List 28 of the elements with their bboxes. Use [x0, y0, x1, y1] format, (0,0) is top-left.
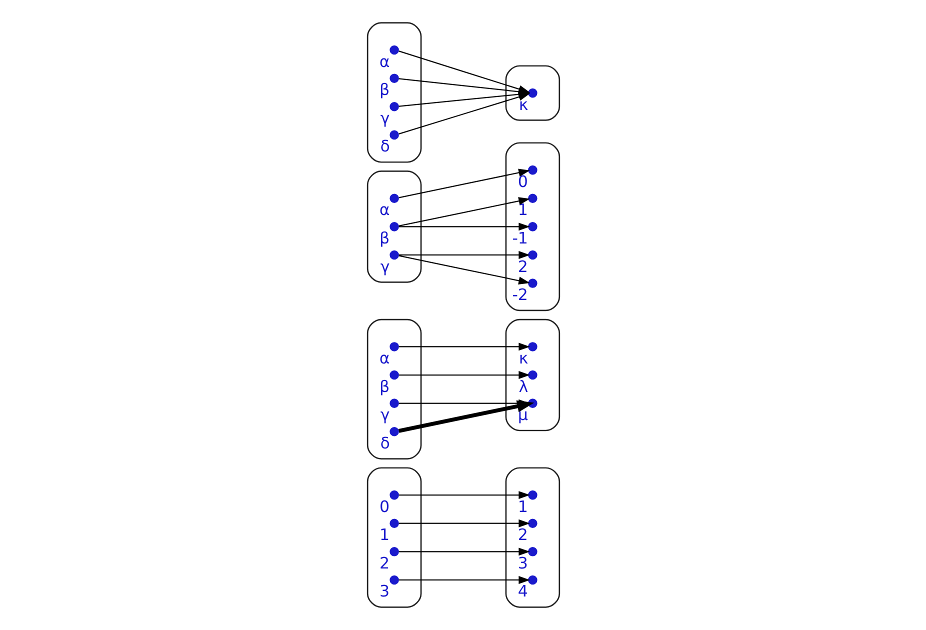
node-label: 2: [379, 553, 390, 572]
node-label: -2: [512, 285, 528, 304]
node-label: 1: [517, 496, 528, 516]
node-label: β: [379, 80, 390, 100]
node-label: κ: [518, 348, 528, 368]
node-label: γ: [380, 405, 390, 424]
node-label: 2: [517, 256, 528, 276]
node-label: λ: [518, 376, 528, 396]
node-label: 1: [517, 200, 528, 220]
node-label: α: [378, 52, 390, 71]
node-label: 4: [517, 582, 528, 601]
node-label: 1: [379, 525, 390, 544]
node-label: 2: [517, 525, 528, 544]
node-label: β: [379, 376, 390, 396]
node-label: γ: [380, 256, 390, 276]
node-label: κ: [518, 94, 528, 114]
node-label: -1: [512, 228, 528, 248]
node-label: 3: [379, 582, 390, 601]
node-label: β: [379, 228, 390, 248]
node-label: γ: [380, 108, 390, 128]
node-label: α: [378, 200, 390, 220]
node-label: μ: [517, 405, 528, 424]
node-label: δ: [380, 433, 390, 452]
node-label: 3: [517, 553, 528, 572]
node-label: 0: [517, 172, 528, 191]
node-label: α: [378, 348, 390, 368]
node-label: 0: [379, 496, 390, 516]
node-label: δ: [380, 136, 390, 156]
